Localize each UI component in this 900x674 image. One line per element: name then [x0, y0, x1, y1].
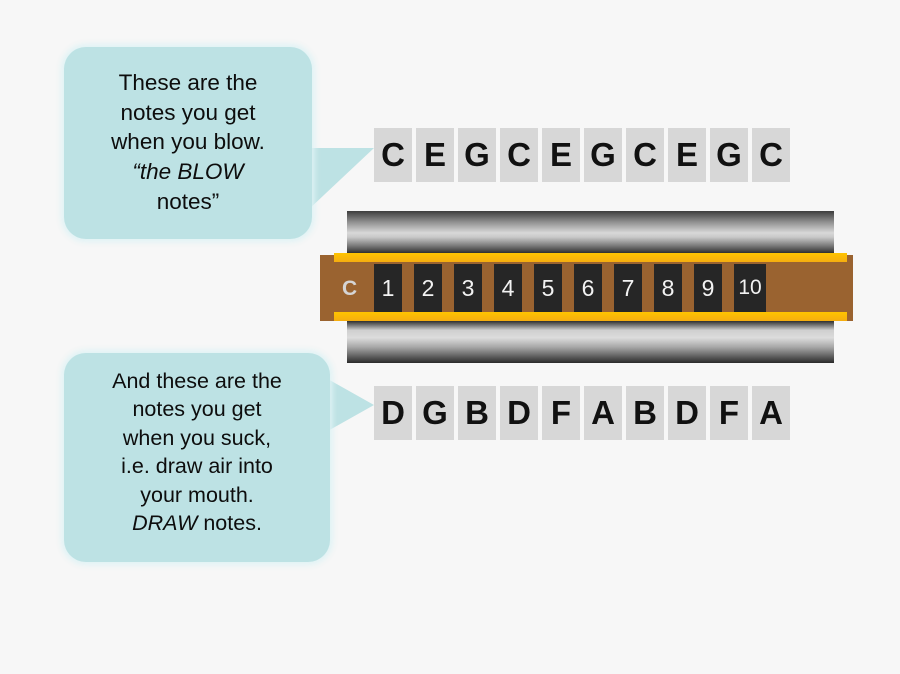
note-box: D	[668, 386, 706, 440]
blow-callout-emphasis-tail: notes”	[156, 188, 220, 214]
blow-callout-bubble: These are the notes you get when you blo…	[64, 47, 312, 239]
note-box: D	[374, 386, 412, 440]
harmonica-hole: 9	[694, 264, 722, 312]
harmonica-hole: 1	[374, 264, 402, 312]
note-box: A	[584, 386, 622, 440]
draw-bubble-tail	[326, 378, 374, 432]
note-box: G	[584, 128, 622, 182]
note-box: G	[416, 386, 454, 440]
draw-callout-emphasis: DRAW	[132, 510, 198, 535]
draw-callout-emphasis-tail: notes.	[197, 510, 262, 535]
note-box: C	[374, 128, 412, 182]
harmonica-hole: 6	[574, 264, 602, 312]
blow-callout-emphasis: “the BLOW	[132, 159, 244, 185]
note-box: D	[500, 386, 538, 440]
draw-callout-last-line: DRAW notes.	[76, 509, 318, 537]
draw-callout-bubble: And these are the notes you get when you…	[64, 353, 330, 562]
note-box: F	[710, 386, 748, 440]
note-box: G	[710, 128, 748, 182]
blow-bubble-tail	[308, 148, 374, 210]
note-box: A	[752, 386, 790, 440]
top-cover-plate	[347, 211, 834, 253]
note-box: C	[626, 128, 664, 182]
harmonica-hole: 2	[414, 264, 442, 312]
note-box: B	[458, 386, 496, 440]
note-box: E	[668, 128, 706, 182]
draw-callout-text: And these are the notes you get when you…	[112, 369, 282, 507]
bottom-cover-plate	[347, 321, 834, 363]
note-box: C	[500, 128, 538, 182]
harmonica-hole: 7	[614, 264, 642, 312]
note-box: C	[752, 128, 790, 182]
note-box: F	[542, 386, 580, 440]
harmonica-hole: 4	[494, 264, 522, 312]
note-box: E	[416, 128, 454, 182]
harmonica-hole: 3	[454, 264, 482, 312]
gold-strip-bottom	[334, 312, 847, 321]
gold-strip-top	[334, 253, 847, 262]
note-box: G	[458, 128, 496, 182]
note-box: E	[542, 128, 580, 182]
harmonica-hole: 10	[734, 264, 766, 312]
harmonica-hole: 5	[534, 264, 562, 312]
harmonica-key-label: C	[342, 277, 358, 300]
note-box: B	[626, 386, 664, 440]
blow-callout-text: These are the notes you get when you blo…	[111, 70, 265, 155]
harmonica-hole: 8	[654, 264, 682, 312]
